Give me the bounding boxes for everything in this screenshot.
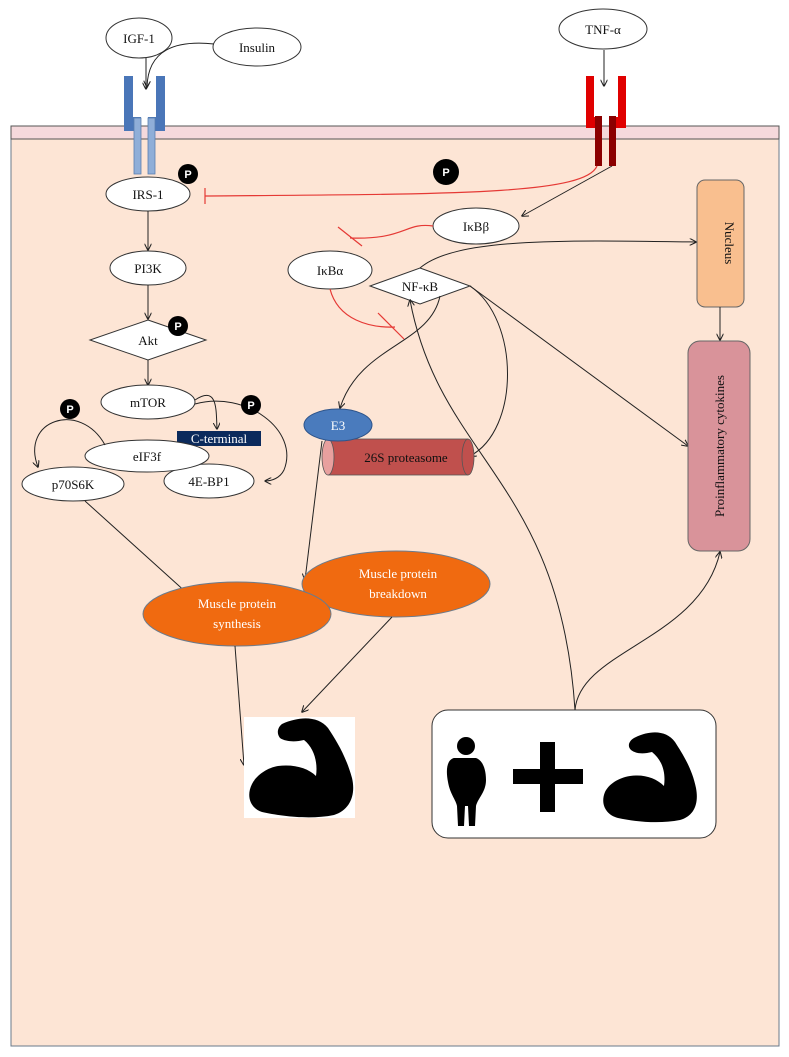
eif3f-to-p70s6k-arrow — [35, 419, 106, 467]
nfkb-to-cytokines-arrow — [469, 285, 688, 446]
pi3k-label: PI3K — [134, 261, 162, 276]
4ebp1-node — [163, 463, 255, 499]
breakdown-to-muscle-arrow — [302, 616, 393, 712]
tnf-label: TNF-α — [585, 22, 621, 37]
obese-person-icon — [446, 737, 486, 826]
tnf-to-ikbb-arrow — [522, 165, 613, 216]
ikbb-inhibition — [349, 224, 434, 239]
ikbb-label: IκBβ — [463, 219, 490, 234]
4ebp1-phospho-label: P — [247, 400, 254, 412]
nfkb-to-e3-arrow — [340, 295, 441, 408]
mtor-label: mTOR — [130, 395, 166, 410]
igf1-label: IGF-1 — [123, 31, 155, 46]
p70s6k-node — [21, 466, 125, 502]
cytokines-label: Proinflammatory cytokines — [712, 375, 727, 517]
nfkb-label: NF-κB — [402, 279, 438, 294]
p70s6k-label: p70S6K — [52, 477, 95, 492]
tnf-receptor — [586, 76, 626, 166]
igf1-node — [105, 17, 173, 59]
insulin-arrow — [147, 42, 215, 87]
nfkb-to-nucleus-arrow — [419, 241, 696, 269]
tnf-to-irs1-inhibition — [204, 165, 598, 197]
cell-membrane — [10, 125, 780, 140]
p70s6k-phospho-label: P — [66, 404, 73, 416]
ikba-inhibition-bar — [377, 312, 405, 340]
irs1-phospho-badge — [178, 164, 198, 184]
tnf-node — [558, 8, 648, 50]
nfkb-to-proteasome-arrow — [470, 285, 508, 456]
ikba-inhibition — [329, 288, 396, 328]
mtor-to-c-terminal-arrow — [194, 394, 217, 429]
igf-receptor — [124, 76, 165, 175]
eif3f-label: eIF3f — [133, 449, 162, 464]
proteasome-label: 26S proteasome — [364, 450, 448, 465]
ikba-label: IκBα — [317, 263, 344, 278]
insulin-node — [212, 27, 302, 67]
ikbb-inhibition-bar — [337, 226, 363, 247]
nucleus-label: Nucleus — [722, 222, 737, 265]
p70s6k-to-synthesis-arrow — [84, 500, 188, 594]
c-terminal-label: C-terminal — [191, 431, 248, 446]
e3-node — [303, 408, 373, 442]
muscle-arm-icon — [249, 718, 354, 818]
proteasome-cylinder — [321, 438, 475, 476]
plus-icon — [513, 742, 583, 812]
breakdown-label-line2: breakdown — [369, 586, 427, 601]
tnf-phospho-label: P — [442, 167, 449, 179]
irs1-phospho-label: P — [184, 169, 191, 181]
muscle-arm-icon-small — [603, 732, 697, 823]
breakdown-label-line1: Muscle protein — [359, 566, 438, 581]
4ebp1-phospho-badge — [241, 395, 261, 415]
akt-phospho-badge — [168, 316, 188, 336]
obesity-to-nfkb-arrow — [410, 300, 576, 711]
synthesis-label-line1: Muscle protein — [198, 596, 277, 611]
akt-phospho-label: P — [174, 321, 181, 333]
synthesis-node — [142, 581, 332, 647]
mtor-node — [100, 384, 196, 420]
c-terminal-box — [177, 431, 261, 446]
irs1-label: IRS-1 — [132, 187, 163, 202]
akt-label: Akt — [138, 333, 158, 348]
breakdown-node — [301, 550, 491, 618]
e3-label: E3 — [331, 418, 345, 433]
synthesis-label-line2: synthesis — [213, 616, 261, 631]
tnf-phospho-badge — [433, 159, 459, 185]
p70s6k-phospho-badge — [60, 399, 80, 419]
eif3f-node — [84, 439, 210, 473]
4ebp1-label: 4E-BP1 — [188, 474, 229, 489]
synthesis-to-muscle-arrow — [234, 645, 244, 765]
e3-to-breakdown-arrow — [305, 440, 323, 580]
nfkb-node — [368, 267, 472, 305]
obesity-to-cytokines-arrow — [574, 552, 720, 711]
mtor-to-4ebp1-arrow — [194, 400, 288, 481]
insulin-label: Insulin — [239, 40, 276, 55]
